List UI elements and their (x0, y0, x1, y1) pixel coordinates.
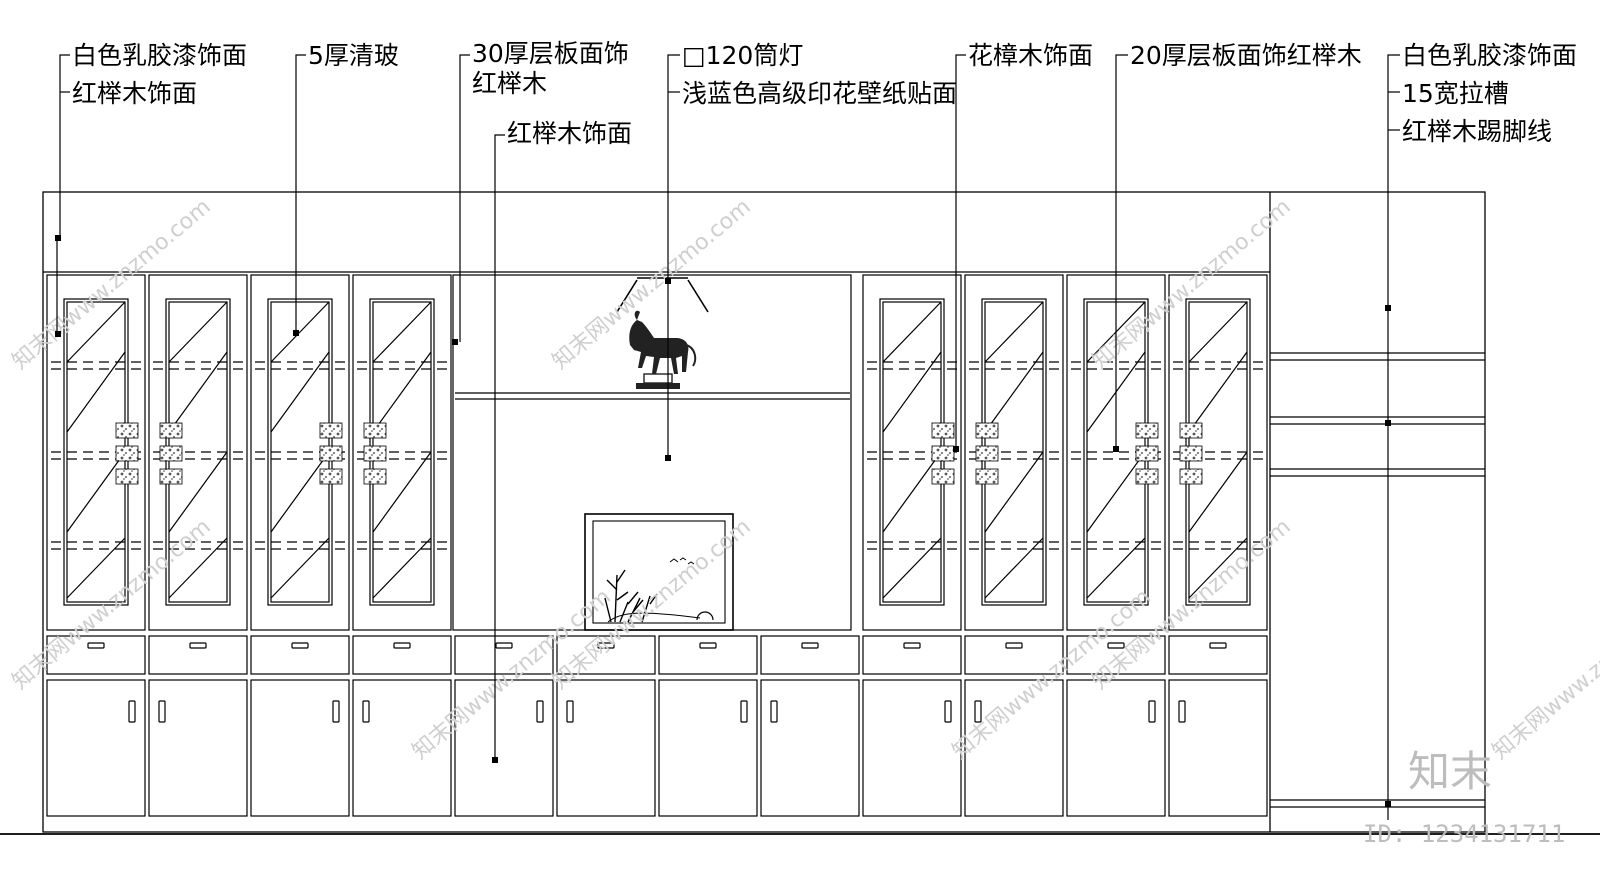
stone-inlay (1135, 445, 1159, 462)
stone-inlay (115, 468, 139, 485)
stone-inlay (1179, 468, 1203, 485)
lower-door (46, 679, 146, 817)
label-wallpaper: 浅蓝色高级印花壁纸贴面 (682, 79, 957, 108)
lower-door (1066, 679, 1166, 817)
label-clear-glass: 5厚清玻 (308, 41, 399, 70)
stone-inlay (975, 445, 999, 462)
cabinet-frame (0, 191, 1600, 835)
stone-inlay (319, 422, 343, 439)
drawer (250, 635, 350, 675)
lower-door (760, 679, 860, 817)
svg-text:知末网www.znzmo.com: 知末网www.znzmo.com (8, 194, 216, 374)
center-niche (452, 274, 852, 631)
lower-door (352, 679, 452, 817)
lower-door (658, 679, 758, 817)
drawer (148, 635, 248, 675)
stone-inlay (159, 468, 183, 485)
label-shelf-30: 30厚层板面饰 (472, 39, 629, 68)
drawer (352, 635, 452, 675)
horse-ornament (629, 310, 697, 389)
leader-lines (56, 54, 1400, 820)
leader-endpoints (55, 235, 1391, 807)
watermark-logo: 知末 (1408, 747, 1492, 796)
stone-inlay (363, 422, 387, 439)
stone-inlay (931, 468, 955, 485)
drawer (1066, 635, 1166, 675)
drawer (1168, 635, 1268, 675)
stone-inlay (1135, 468, 1159, 485)
stone-inlay (319, 468, 343, 485)
lower-door (556, 679, 656, 817)
stone-inlay (975, 468, 999, 485)
stone-inlay (363, 445, 387, 462)
label-red-beech-center: 红榉木饰面 (507, 119, 632, 148)
lower-door (250, 679, 350, 817)
stone-inlay (1179, 445, 1203, 462)
annotation-labels: 白色乳胶漆饰面 红榉木饰面 5厚清玻 30厚层板面饰 红榉木 红榉木饰面 □12… (72, 39, 1577, 148)
drawer (556, 635, 656, 675)
label-camphor: 花樟木饰面 (968, 41, 1093, 70)
drawer-row (46, 635, 1268, 675)
drawer (862, 635, 962, 675)
svg-text:知末网www.znzmo.com: 知末网www.znzmo.com (1088, 194, 1296, 374)
label-skirting: 红榉木踢脚线 (1402, 117, 1552, 146)
stone-inlay (115, 422, 139, 439)
svg-text:知末网www.znzmo.com: 知末网www.znzmo.com (1488, 584, 1600, 764)
stone-inlay (1135, 422, 1159, 439)
label-downlight: □120筒灯 (682, 41, 803, 70)
drawer (658, 635, 758, 675)
label-red-beech-left: 红榉木饰面 (72, 79, 197, 108)
label-shelf-30-cont: 红榉木 (472, 69, 547, 98)
lower-door (454, 679, 554, 817)
lower-door (862, 679, 962, 817)
stone-inlay (115, 445, 139, 462)
watermark-id: ID: 1234131711 (1363, 820, 1565, 848)
stone-inlay (319, 445, 343, 462)
label-white-latex-right: 白色乳胶漆饰面 (1402, 41, 1577, 70)
stone-inlay (931, 445, 955, 462)
stone-inlay-strips (115, 422, 1203, 485)
lower-door (1168, 679, 1268, 817)
stone-inlay (975, 422, 999, 439)
drawer (46, 635, 146, 675)
drawer (964, 635, 1064, 675)
label-shelf-20: 20厚层板面饰红榉木 (1130, 41, 1362, 70)
stone-inlay (931, 422, 955, 439)
stone-inlay (159, 422, 183, 439)
right-tall-cabinet (1270, 352, 1485, 808)
lower-door (964, 679, 1064, 817)
drawer (454, 635, 554, 675)
glass-door-panels (46, 274, 1268, 631)
stone-inlay (1179, 422, 1203, 439)
stone-inlay (159, 445, 183, 462)
drawer (760, 635, 860, 675)
stone-inlay (363, 468, 387, 485)
framed-painting (584, 513, 734, 631)
glass-door (250, 274, 350, 631)
lower-door (148, 679, 248, 817)
lower-cabinet-doors (46, 679, 1268, 817)
label-white-latex-left: 白色乳胶漆饰面 (72, 41, 247, 70)
label-groove: 15宽拉槽 (1402, 79, 1509, 108)
